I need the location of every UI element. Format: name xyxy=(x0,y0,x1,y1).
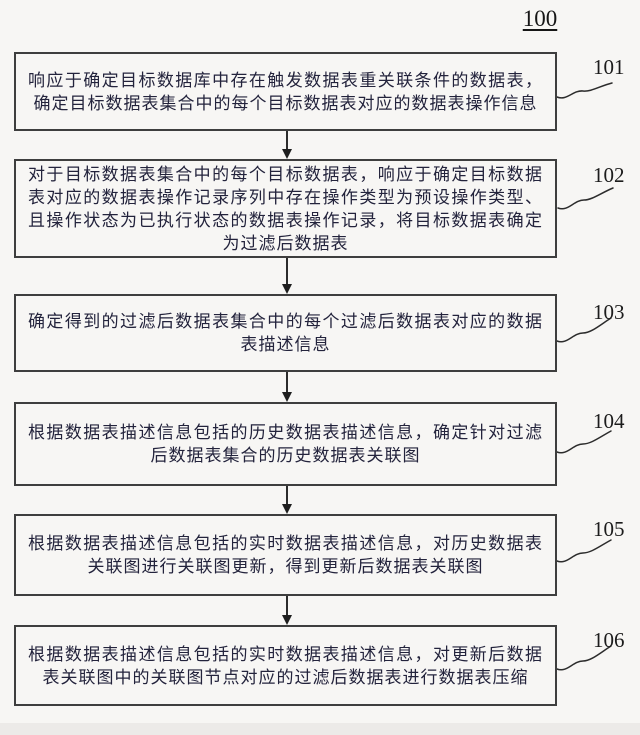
step-ref-105: 105 xyxy=(593,517,625,541)
step-text-103: 确定得到的过滤后数据表集合中的每个过滤后数据表对应的数据表描述信息 xyxy=(28,312,543,354)
step-text-102: 对于目标数据表集合中的每个目标数据表，响应于确定目标数据表对应的数据表操作记录序… xyxy=(28,164,543,253)
arrow-shaft xyxy=(286,596,288,617)
step-box-103: 确定得到的过滤后数据表集合中的每个过滤后数据表对应的数据表描述信息 xyxy=(14,294,557,372)
step-text-101: 响应于确定目标数据库中存在触发数据表重关联条件的数据表，确定目标数据表集合中的每… xyxy=(28,70,543,113)
step-box-102: 对于目标数据表集合中的每个目标数据表，响应于确定目标数据表对应的数据表操作记录序… xyxy=(14,159,557,258)
arrow-shaft xyxy=(286,131,288,151)
arrow-head-icon xyxy=(282,284,292,294)
down-arrow-5 xyxy=(282,596,292,625)
arrow-head-icon xyxy=(282,615,292,625)
leader-line-104 xyxy=(556,430,612,454)
arrow-shaft xyxy=(286,372,288,394)
arrow-shaft xyxy=(286,486,288,506)
step-text-105: 根据数据表描述信息包括的实时数据表描述信息，对历史数据表关联图进行关联图更新，得… xyxy=(28,534,543,576)
arrow-head-icon xyxy=(282,392,292,402)
step-box-104: 根据数据表描述信息包括的历史数据表描述信息，确定针对过滤后数据表集合的历史数据表… xyxy=(14,402,557,486)
down-arrow-1 xyxy=(282,131,292,159)
arrow-head-icon xyxy=(282,149,292,159)
step-text-104: 根据数据表描述信息包括的历史数据表描述信息，确定针对过滤后数据表集合的历史数据表… xyxy=(28,423,543,465)
bottom-edge-strip xyxy=(0,723,640,735)
down-arrow-3 xyxy=(282,372,292,402)
down-arrow-4 xyxy=(282,486,292,514)
arrow-shaft xyxy=(286,258,288,286)
step-ref-103: 103 xyxy=(593,300,625,324)
step-ref-104: 104 xyxy=(593,409,625,433)
arrow-head-icon xyxy=(282,504,292,514)
down-arrow-2 xyxy=(282,258,292,294)
step-box-101: 响应于确定目标数据库中存在触发数据表重关联条件的数据表，确定目标数据表集合中的每… xyxy=(14,52,557,131)
step-ref-102: 102 xyxy=(593,163,625,187)
step-ref-106: 106 xyxy=(593,628,625,652)
leader-line-105 xyxy=(556,539,612,563)
step-box-105: 根据数据表描述信息包括的实时数据表描述信息，对历史数据表关联图进行关联图更新，得… xyxy=(14,514,557,596)
leader-line-102 xyxy=(557,187,614,210)
figure-label: 100 xyxy=(522,6,558,31)
step-text-106: 根据数据表描述信息包括的实时数据表描述信息，对更新后数据表关联图中的关联图节点对… xyxy=(28,644,543,687)
leader-line-101 xyxy=(556,82,613,99)
step-ref-101: 101 xyxy=(593,55,625,79)
step-box-106: 根据数据表描述信息包括的实时数据表描述信息，对更新后数据表关联图中的关联图节点对… xyxy=(14,625,557,706)
